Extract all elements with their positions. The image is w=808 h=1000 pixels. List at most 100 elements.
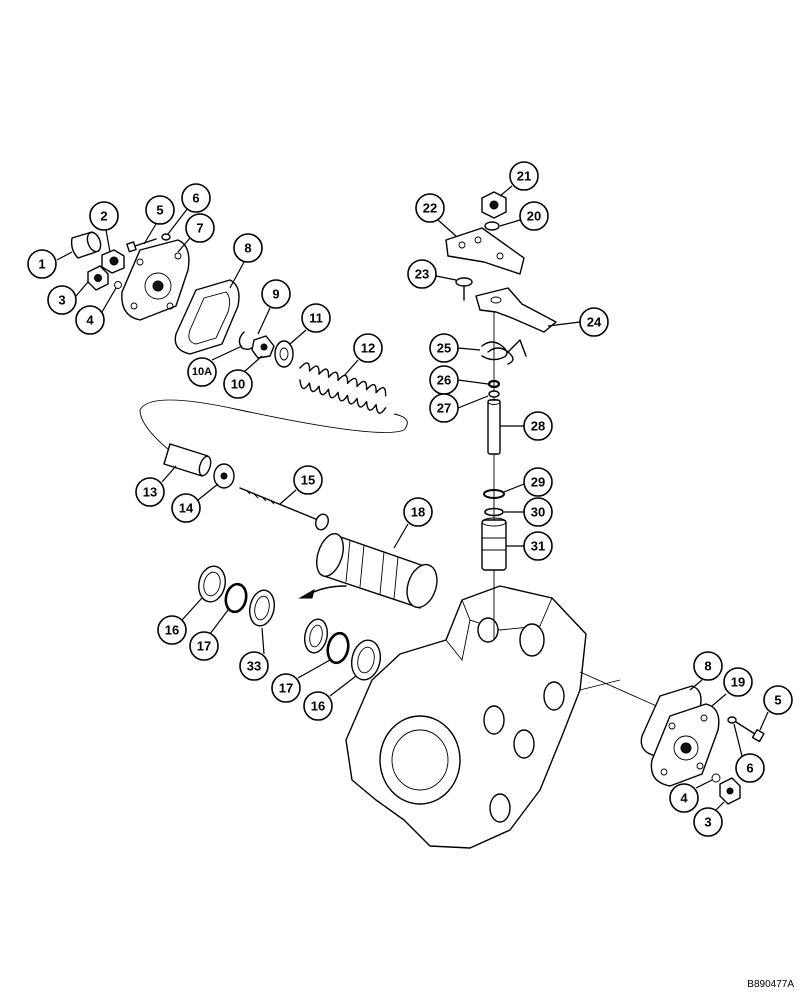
callout-label: 23 [415, 267, 429, 282]
callout-13: 13 [135, 465, 177, 507]
callout-20: 20 [499, 201, 549, 231]
callout-4: 4 [75, 287, 117, 335]
part-o-ring [114, 281, 122, 289]
part-control-shaft [487, 399, 501, 455]
callout-label: 8 [244, 241, 251, 256]
callout-label: 7 [196, 221, 203, 236]
callout-label: 33 [247, 659, 261, 674]
part-o-ring-left [224, 582, 248, 614]
callout-label: 5 [156, 203, 163, 218]
callout-label: 16 [165, 623, 179, 638]
callout-17-right: 17 [271, 659, 331, 703]
part-washer [161, 233, 171, 241]
callout-4-right: 4 [669, 779, 713, 813]
callout-label: 2 [100, 209, 107, 224]
callout-23: 23 [407, 259, 457, 289]
figure-reference-id: B890477A [747, 979, 794, 990]
callout-8: 8 [229, 233, 263, 289]
flow-arrow-head [298, 588, 315, 599]
part-washer-right [727, 716, 737, 724]
callout-label: 5 [774, 693, 781, 708]
part-back-up-ring-left [248, 589, 276, 627]
callout-label: 9 [272, 287, 279, 302]
assembly-loop-line [139, 399, 408, 471]
callout-label: 29 [531, 475, 545, 490]
callout-15: 15 [279, 465, 323, 505]
callout-30: 30 [504, 497, 553, 527]
callout-7: 7 [177, 213, 215, 253]
callout-24: 24 [547, 307, 609, 337]
part-o-ring-upper [484, 507, 504, 517]
callout-10a: 10A [187, 345, 243, 387]
part-nut [101, 249, 125, 274]
part-end-cover [121, 239, 190, 321]
callout-19: 19 [711, 667, 753, 707]
callout-label: 17 [279, 681, 293, 696]
callout-8-right: 8 [689, 651, 723, 691]
part-lock-nut [481, 191, 507, 219]
callout-2: 2 [89, 201, 119, 253]
part-seal-right [350, 639, 382, 681]
callout-16-right: 16 [303, 675, 357, 721]
part-seal-left [198, 565, 226, 603]
callout-22: 22 [415, 193, 457, 237]
part-shaft-o-ring [487, 379, 501, 389]
callout-21: 21 [499, 161, 539, 197]
part-back-up-ring-right [303, 618, 329, 654]
callout-14: 14 [171, 483, 219, 523]
callout-label: 27 [437, 401, 451, 416]
callout-label: 6 [746, 761, 753, 776]
callout-label: 31 [531, 539, 545, 554]
part-screw-right [735, 721, 765, 743]
callout-label: 4 [86, 313, 94, 328]
callout-16-left: 16 [157, 597, 203, 645]
part-torsion-spring [481, 339, 527, 365]
part-lock-washer [484, 221, 500, 231]
assembly-axis-line-right [579, 671, 671, 713]
callout-25: 25 [429, 333, 481, 363]
callout-1: 1 [27, 249, 73, 279]
callout-label: 22 [423, 201, 437, 216]
callout-label: 28 [531, 419, 545, 434]
callout-label: 3 [704, 815, 711, 830]
callout-label: 19 [731, 675, 745, 690]
callout-label: 21 [517, 169, 531, 184]
callout-27: 27 [429, 393, 489, 423]
callout-5: 5 [143, 195, 175, 245]
part-small-screw [455, 277, 473, 301]
callout-label: 10 [231, 377, 245, 392]
callout-label: 15 [301, 473, 315, 488]
callout-label: 26 [437, 373, 451, 388]
callout-5-right: 5 [759, 685, 793, 731]
callout-label: 17 [197, 639, 211, 654]
callout-9: 9 [257, 279, 291, 335]
callout-label: 1 [38, 257, 45, 272]
part-spring-seat [274, 340, 294, 368]
callout-label: 18 [411, 505, 425, 520]
callout-6-right: 6 [733, 723, 765, 783]
part-o-ring-right [326, 631, 350, 665]
callout-label: 10A [192, 366, 212, 378]
part-pump-housing [345, 585, 621, 849]
callout-26: 26 [429, 365, 489, 395]
callout-29: 29 [503, 467, 553, 497]
callout-3-right: 3 [693, 801, 725, 837]
part-spring [299, 362, 387, 414]
part-long-bolt [239, 487, 329, 531]
part-gasket [174, 279, 240, 355]
part-cap [70, 231, 102, 259]
callout-12: 12 [343, 333, 383, 377]
callout-label: 30 [531, 505, 545, 520]
callout-label: 6 [192, 191, 199, 206]
callout-3: 3 [47, 281, 89, 315]
callout-11: 11 [289, 303, 331, 345]
callout-label: 24 [587, 315, 602, 330]
callout-label: 3 [58, 293, 65, 308]
callout-31: 31 [506, 531, 553, 561]
part-piston [213, 463, 235, 489]
part-spool [316, 533, 438, 609]
part-shaft-seal [488, 390, 500, 398]
callout-6: 6 [167, 183, 211, 235]
callout-10: 10 [223, 355, 263, 399]
